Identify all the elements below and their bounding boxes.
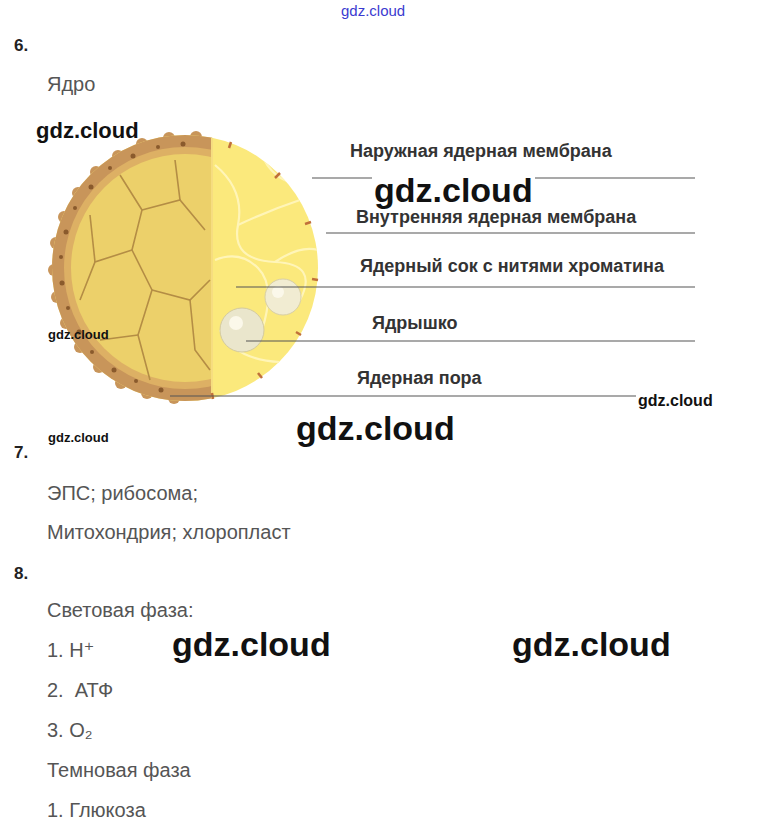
watermark: gdz.cloud [172, 624, 331, 665]
nucleolus [265, 279, 301, 315]
answer-text: ЭПС; рибосома; [47, 481, 198, 505]
watermark: gdz.cloud [636, 391, 715, 410]
part-label: Ядерная пора [357, 368, 482, 390]
part-label: Ядрышко [372, 313, 458, 335]
task-number: 7. [14, 443, 28, 463]
answer-text: Световая фаза: [47, 598, 193, 622]
watermark: gdz.cloud [372, 170, 535, 211]
shell-dots [59, 142, 186, 393]
watermark: gdz.cloud [341, 2, 405, 20]
answer-text: Митохондрия; хлоропласт [47, 520, 291, 544]
answer-text: Темновая фаза [47, 758, 191, 782]
part-label: Внутренняя ядерная мембрана [356, 207, 636, 229]
answer-text: 1. H⁺ [47, 638, 94, 662]
watermark: gdz.cloud [512, 624, 671, 665]
answer-text: 1. Глюкоза [47, 798, 146, 822]
answer-text: 2. АТФ [47, 678, 113, 702]
task-number: 6. [14, 36, 28, 56]
watermark: gdz.cloud [48, 327, 109, 343]
nuclear-pores [212, 142, 318, 399]
watermark: gdz.cloud [296, 408, 455, 449]
watermark: gdz.cloud [36, 118, 139, 144]
watermark: gdz.cloud [48, 430, 109, 446]
figure-heading: Ядро [47, 72, 95, 96]
part-label: Ядерный сок с нитями хроматина [360, 256, 664, 278]
leader-lines [170, 178, 695, 396]
task-number: 8. [14, 564, 28, 584]
nucleolus [220, 308, 264, 352]
answer-text: 3. O₂ [47, 718, 93, 742]
part-label: Наружная ядерная мембрана [350, 141, 612, 163]
